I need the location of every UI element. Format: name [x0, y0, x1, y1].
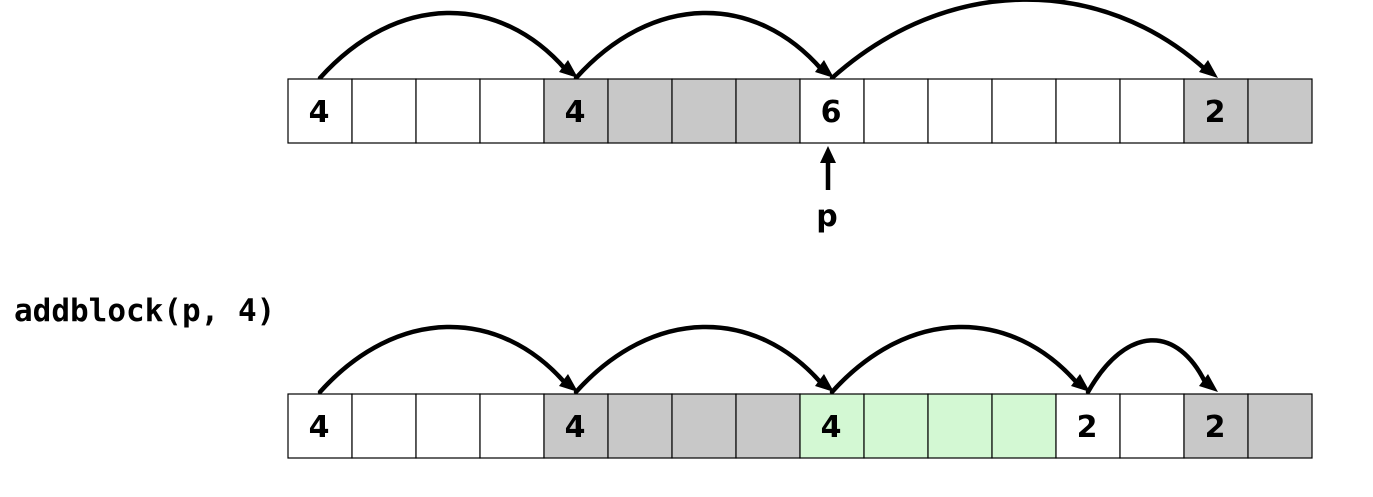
after-heap-cell: [543, 393, 609, 459]
after-heap-cell: [927, 393, 993, 459]
before-heap-cell: [1119, 78, 1185, 144]
after-link-arrow: [829, 324, 1081, 395]
before-block-links: [317, 0, 1218, 81]
after-block-size-label: 2: [1205, 410, 1226, 445]
after-link-arrow: [1085, 338, 1209, 395]
after-heap-cell: [1119, 393, 1185, 459]
after-heap-cell: [735, 393, 801, 459]
pointer-arrowhead: [820, 146, 836, 163]
after-heap-cell: [351, 393, 417, 459]
before-link-arrow: [317, 10, 569, 81]
after-heap-cell: [607, 393, 673, 459]
before-heap-cell: [735, 78, 801, 144]
before-heap-cell: [671, 78, 737, 144]
before-link-arrow: [829, 0, 1209, 81]
after-heap-cell: [287, 393, 353, 459]
after-heap-cell: [863, 393, 929, 459]
after-heap-cell: [991, 393, 1057, 459]
before-link-arrowhead: [815, 60, 834, 78]
before-heap-row: 4 4 6 2: [287, 78, 1313, 144]
after-heap-cell: [671, 393, 737, 459]
pointer-p: p: [816, 146, 838, 234]
before-heap-cell: [543, 78, 609, 144]
before-heap-cell: [1055, 78, 1121, 144]
after-block-size-label: 4: [565, 410, 586, 445]
addblock-call-label: addblock(p, 4): [14, 293, 275, 329]
before-block-size-label: 6: [821, 95, 842, 130]
pointer-label: p: [816, 199, 837, 234]
before-heap-cell: [479, 78, 545, 144]
after-link-arrowhead: [1071, 374, 1090, 392]
before-heap-cell: [799, 78, 865, 144]
before-heap-cell: [287, 78, 353, 144]
after-heap-cell: [415, 393, 481, 459]
after-heap-cell: [479, 393, 545, 459]
before-heap-cell: [863, 78, 929, 144]
after-block-size-label: 2: [1077, 410, 1098, 445]
before-block-size-label: 4: [565, 95, 586, 130]
after-link-arrow: [317, 324, 569, 395]
before-link-arrow: [573, 10, 825, 81]
after-block-size-label: 4: [309, 410, 330, 445]
after-link-arrowhead: [1199, 374, 1218, 392]
after-link-arrowhead: [559, 374, 578, 392]
after-block-links: [317, 324, 1218, 395]
after-heap-cell: [1247, 393, 1313, 459]
before-heap-cell: [991, 78, 1057, 144]
before-heap-cell: [415, 78, 481, 144]
after-link-arrowhead: [815, 374, 834, 392]
before-block-size-label: 2: [1205, 95, 1226, 130]
after-heap-cell: [1183, 393, 1249, 459]
before-block-size-label: 4: [309, 95, 330, 130]
before-link-arrowhead: [1199, 60, 1218, 78]
after-heap-row: 4 4 4 2 2: [287, 393, 1313, 459]
before-heap-cell: [351, 78, 417, 144]
before-heap-cell: [1247, 78, 1313, 144]
before-heap-cell: [1183, 78, 1249, 144]
after-link-arrow: [573, 324, 825, 395]
before-link-arrowhead: [559, 60, 578, 78]
before-heap-cell: [927, 78, 993, 144]
before-heap-cell: [607, 78, 673, 144]
after-block-size-label: 4: [821, 410, 842, 445]
